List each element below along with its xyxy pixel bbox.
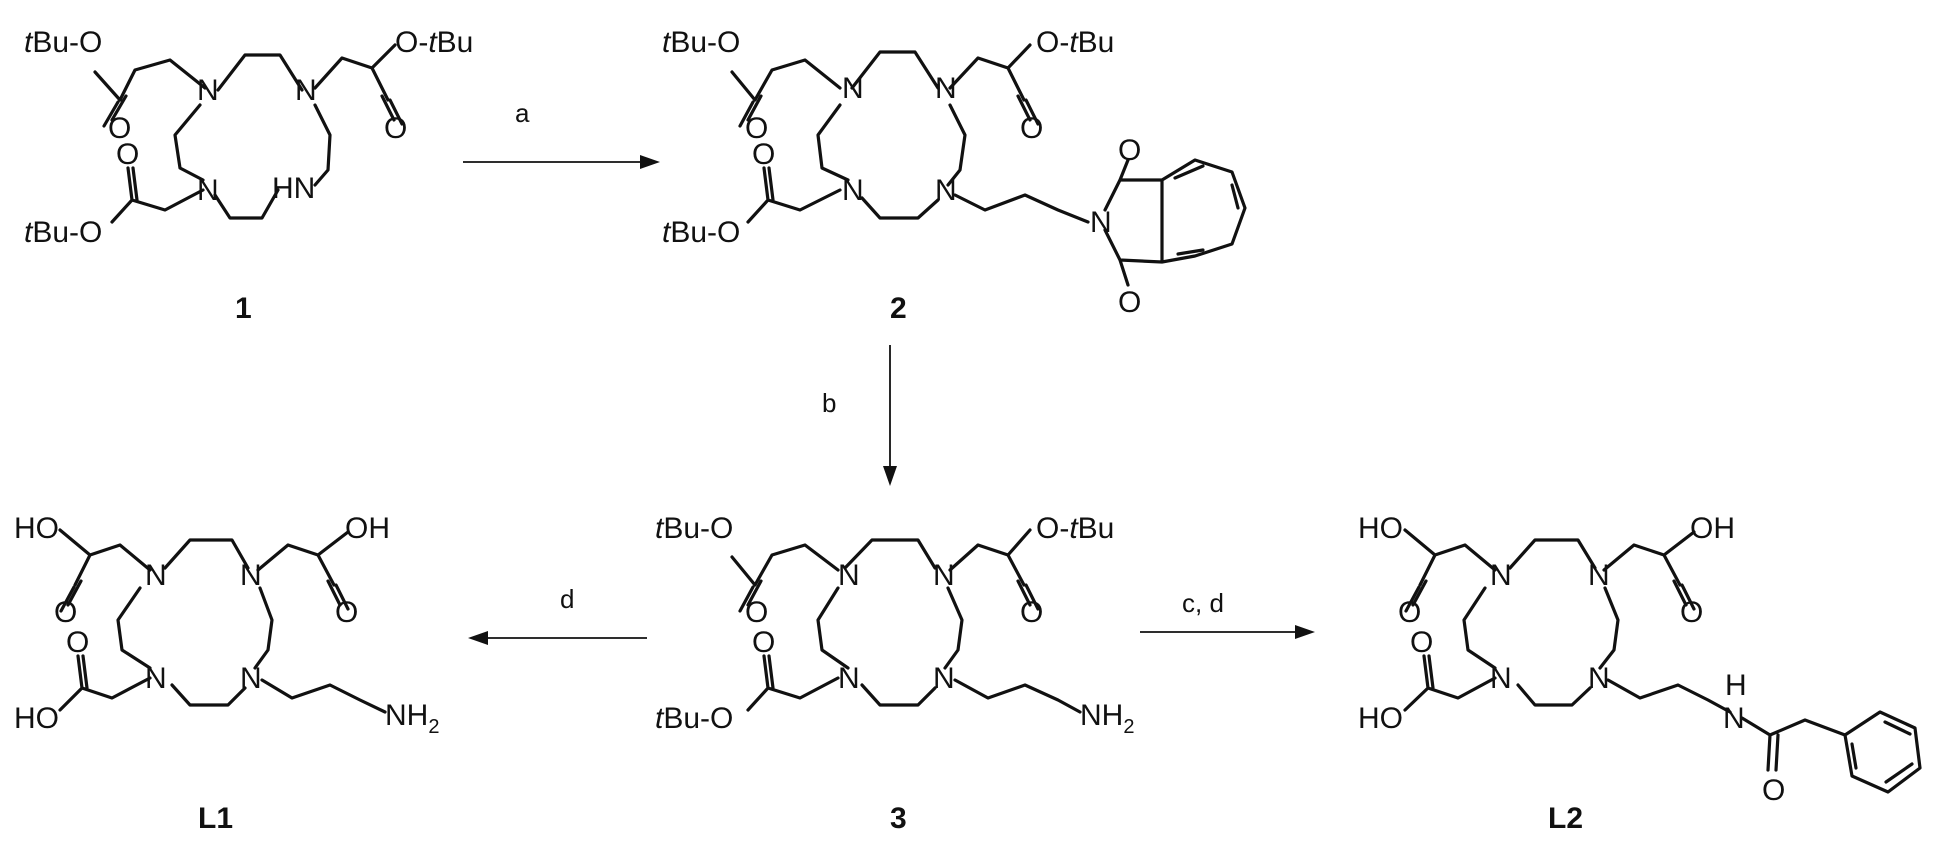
c2-tbu-2: O-tBu — [1036, 26, 1114, 59]
c1-n2: N — [295, 74, 317, 107]
reagent-cd: c, d — [1182, 588, 1224, 618]
cL1-oh-2: OH — [345, 512, 390, 545]
cL2-o-2: O — [1680, 596, 1703, 629]
reagent-b: b — [822, 388, 836, 418]
cL2-n-amide: N — [1723, 702, 1745, 735]
arrow-d: d — [468, 584, 647, 645]
c3-nh2: NH2 — [1080, 699, 1134, 738]
c2-tbu-1: tBu-O — [662, 26, 740, 59]
cL2-o-amide: O — [1762, 774, 1785, 807]
c1-o-carbonyl-1: O — [108, 112, 131, 145]
c1-tbu-1: tBu-O — [24, 26, 102, 59]
cL2-n2: N — [1588, 559, 1610, 592]
c3-tbu-3: tBu-O — [655, 702, 733, 735]
c3-n1: N — [838, 559, 860, 592]
cL2-h-amide: H — [1725, 669, 1747, 702]
c3-n4: N — [933, 662, 955, 695]
c2-n-imide: N — [1090, 206, 1112, 239]
cL2-oh-2: OH — [1690, 512, 1735, 545]
compound-label-3: 3 — [890, 802, 907, 835]
compound-2: N N N N N O O O O O tBu-O O-tBu tBu-O 2 — [662, 26, 1247, 325]
c2-n3: N — [842, 174, 864, 207]
reagent-a: a — [515, 98, 530, 128]
compound-L2: N N N N HO OH HO O O O N H O L2 — [1358, 512, 1922, 835]
compound-label-L1: L1 — [198, 802, 233, 835]
c1-tbu-2: O-tBu — [395, 26, 473, 59]
cL1-nh2: NH2 — [385, 699, 439, 738]
cL1-o-2: O — [335, 596, 358, 629]
cL2-oh-3: HO — [1358, 702, 1403, 735]
cL2-o-3: O — [1410, 626, 1433, 659]
compound-label-2: 2 — [890, 292, 907, 325]
c2-n1: N — [842, 72, 864, 105]
cL1-oh-3: HO — [14, 702, 59, 735]
cL2-n3: N — [1490, 662, 1512, 695]
c2-o-3: O — [752, 138, 775, 171]
compound-label-L2: L2 — [1548, 802, 1583, 835]
c2-n2: N — [935, 72, 957, 105]
cL1-n4: N — [240, 662, 262, 695]
c3-o-1: O — [745, 596, 768, 629]
c3-n2: N — [933, 559, 955, 592]
compound-label-1: 1 — [235, 292, 252, 325]
arrow-cd: c, d — [1140, 588, 1315, 639]
c1-o-carbonyl-3: O — [116, 138, 139, 171]
cL1-n3: N — [145, 662, 167, 695]
cL2-n1: N — [1490, 559, 1512, 592]
c1-o-carbonyl-2: O — [384, 112, 407, 145]
c1-nh: HN — [272, 172, 315, 205]
cL2-oh-1: HO — [1358, 512, 1403, 545]
cL1-o-1: O — [54, 596, 77, 629]
cL1-n2: N — [240, 559, 262, 592]
c3-n3: N — [838, 662, 860, 695]
cL1-n1: N — [145, 559, 167, 592]
cL2-n4: N — [1588, 662, 1610, 695]
cL2-o-1: O — [1398, 596, 1421, 629]
c3-tbu-2: O-tBu — [1036, 512, 1114, 545]
c1-n1: N — [197, 74, 219, 107]
compound-1: N N N HN O O O tBu-O O-tBu tBu-O 1 — [24, 26, 473, 325]
c2-o-1: O — [745, 112, 768, 145]
c1-tbu-3: tBu-O — [24, 216, 102, 249]
compound-3: N N N N O O O NH2 tBu-O O-tBu tBu-O 3 — [655, 512, 1134, 835]
c3-o-2: O — [1020, 596, 1043, 629]
compound-L1: N N N N HO OH HO O O O NH2 L1 — [14, 512, 439, 835]
c3-o-3: O — [752, 626, 775, 659]
c2-o-imide-1: O — [1118, 134, 1141, 167]
c3-tbu-1: tBu-O — [655, 512, 733, 545]
cL1-o-3: O — [66, 626, 89, 659]
arrow-a: a — [463, 98, 660, 169]
c2-n4: N — [935, 174, 957, 207]
c1-n3: N — [197, 174, 219, 207]
c2-o-2: O — [1020, 112, 1043, 145]
reagent-d: d — [560, 584, 574, 614]
c2-tbu-3: tBu-O — [662, 216, 740, 249]
cL1-oh-1: HO — [14, 512, 59, 545]
c2-o-imide-2: O — [1118, 286, 1141, 319]
arrow-b: b — [822, 345, 897, 486]
